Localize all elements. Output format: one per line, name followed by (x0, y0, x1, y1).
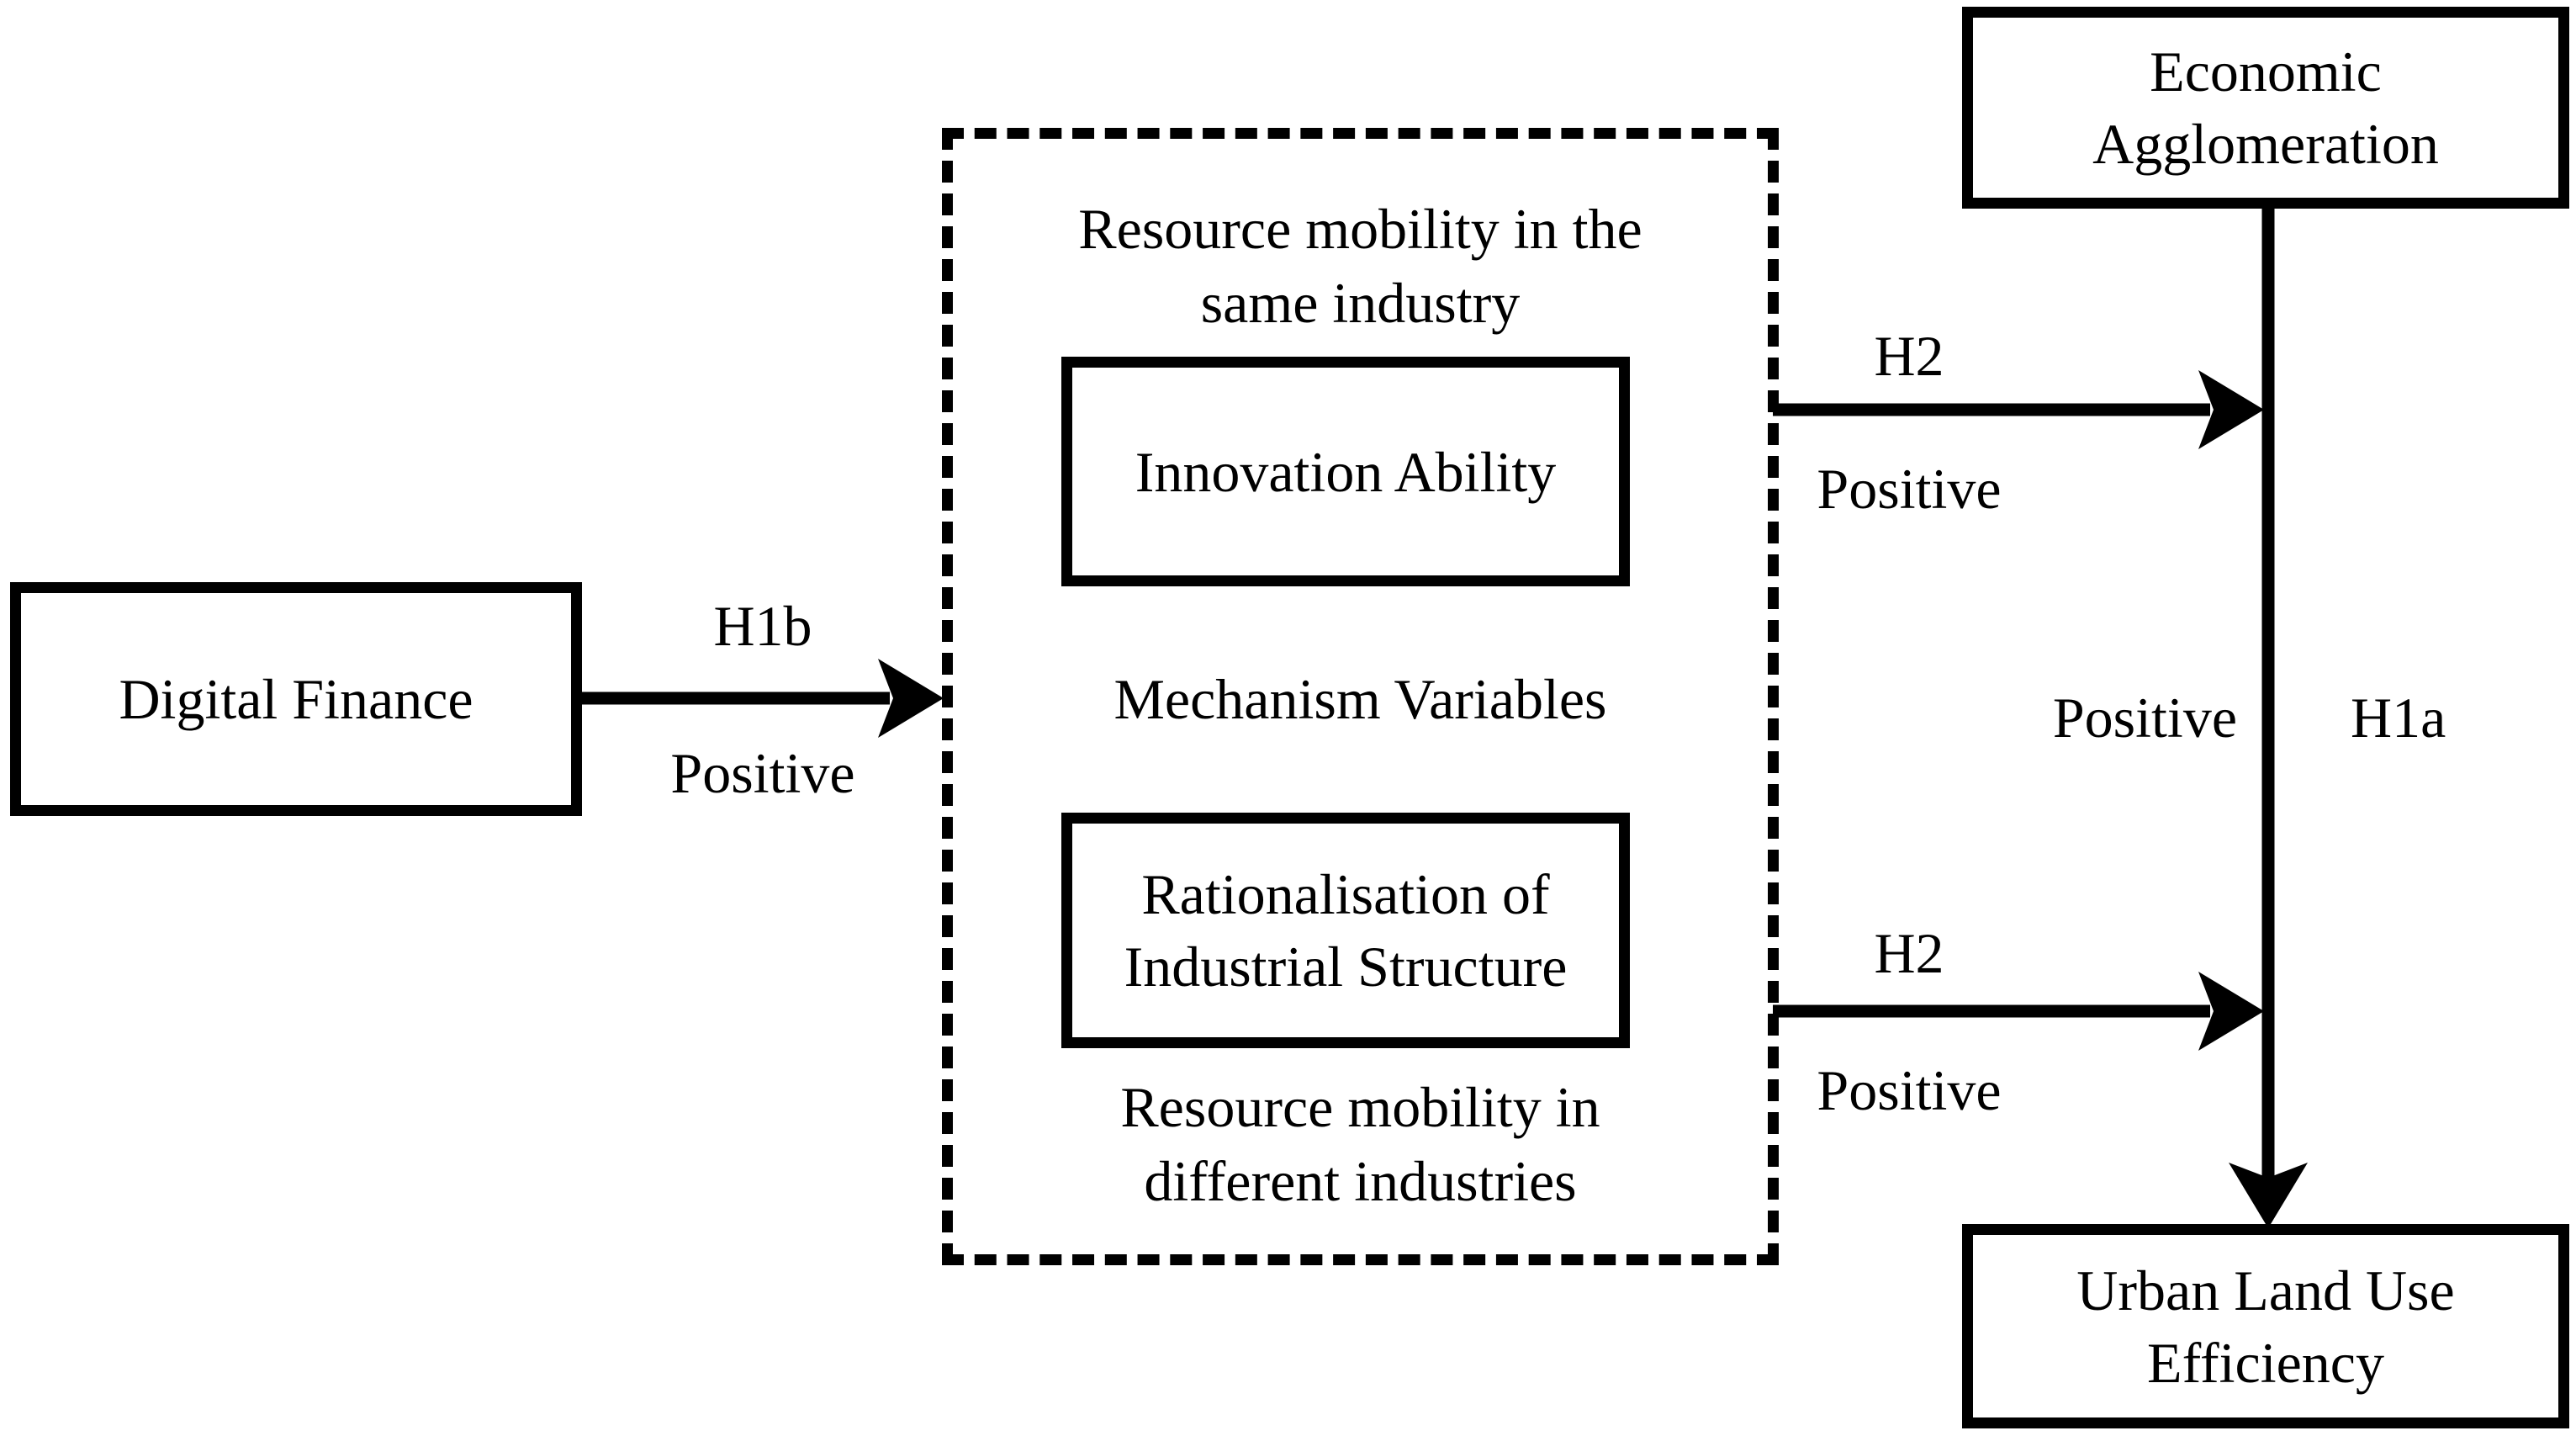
caption-top-line-1: Resource mobility in the (1078, 197, 1642, 261)
innovation-ability-label: Innovation Ability (1135, 439, 1557, 504)
caption-bottom-line-1: Resource mobility in (1120, 1075, 1600, 1139)
h1b-hypothesis-label: H1b (713, 594, 812, 658)
rationalisation-label-line-2: Industrial Structure (1124, 935, 1568, 999)
h2-upper-arrow (1773, 370, 2264, 449)
urban-land-use-efficiency-box: Urban Land Use Efficiency (1962, 1224, 2569, 1428)
mechanism-variables-caption: Mechanism Variables (942, 665, 1779, 734)
caption-middle-text: Mechanism Variables (1113, 667, 1607, 731)
caption-bottom-line-2: different industries (1144, 1149, 1577, 1213)
h1a-hypothesis-label: H1a (2351, 686, 2446, 750)
h2-upper-effect-label: Positive (1817, 457, 2002, 521)
digital-finance-label: Digital Finance (119, 667, 473, 731)
urban-land-use-efficiency-label-line-2: Efficiency (2147, 1330, 2384, 1395)
h2-lower-arrow (1773, 972, 2264, 1051)
mechanism-variables-panel (942, 128, 1779, 1265)
h1a-arrow (2229, 208, 2308, 1228)
economic-agglomeration-label-line-1: Economic (2150, 40, 2382, 103)
h2-lower-effect-label: Positive (1817, 1058, 2002, 1122)
rationalisation-label-line-1: Rationalisation of (1141, 862, 1550, 926)
h2-upper-hypothesis-label: H2 (1874, 324, 1944, 388)
urban-land-use-efficiency-label-line-1: Urban Land Use (2076, 1258, 2455, 1322)
digital-finance-box: Digital Finance (10, 582, 582, 816)
economic-agglomeration-box: Economic Agglomeration (1962, 7, 2569, 209)
h1a-effect-label: Positive (2052, 686, 2237, 750)
resource-mobility-same-industry-caption: Resource mobility in the same industry (942, 192, 1779, 340)
caption-top-line-2: same industry (1200, 271, 1521, 335)
h2-lower-hypothesis-label: H2 (1874, 921, 1944, 985)
h1b-arrow (582, 659, 944, 738)
economic-agglomeration-label-line-2: Agglomeration (2092, 112, 2439, 176)
rationalisation-industrial-structure-box: Rationalisation of Industrial Structure (1061, 813, 1630, 1048)
innovation-ability-box: Innovation Ability (1061, 357, 1630, 586)
resource-mobility-different-industries-caption: Resource mobility in different industrie… (942, 1070, 1779, 1218)
h1b-effect-label: Positive (670, 741, 855, 805)
